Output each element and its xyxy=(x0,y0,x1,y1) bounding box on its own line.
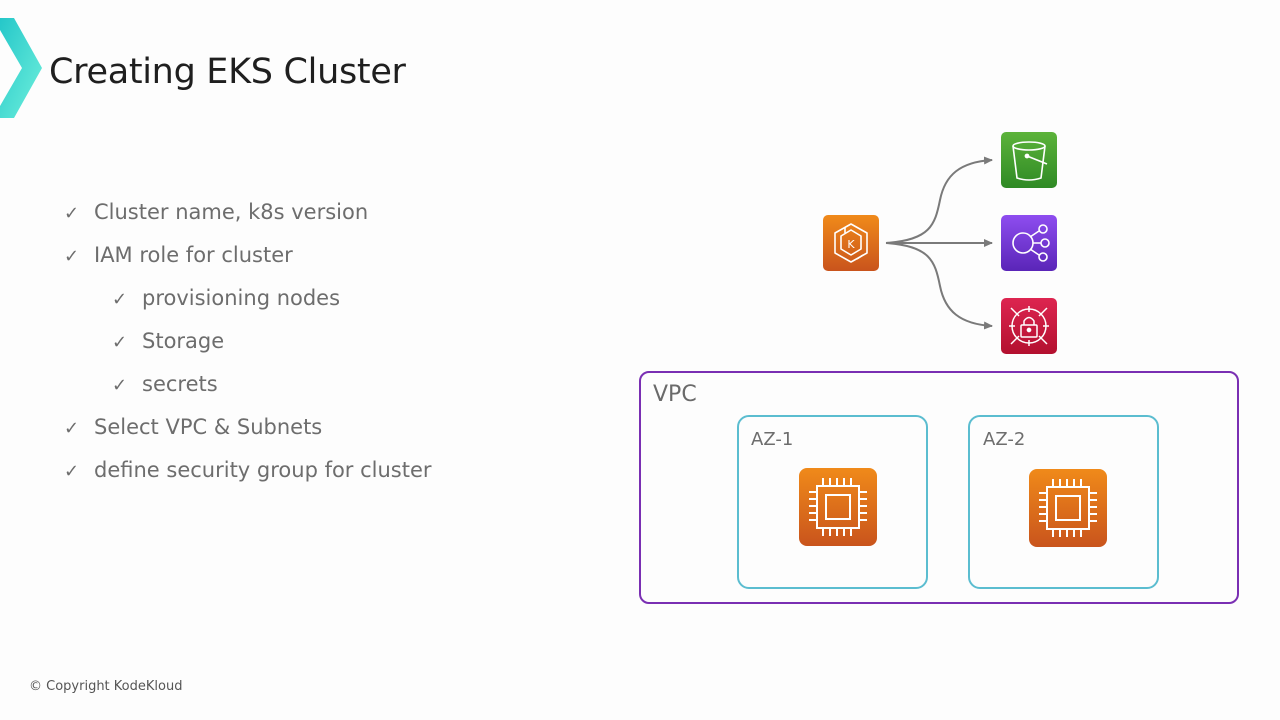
bullet-text: provisioning nodes xyxy=(142,286,341,310)
bullet-text: IAM role for cluster xyxy=(94,243,293,267)
sub-bullet-item: ✓ provisioning nodes xyxy=(112,286,340,310)
kodekloud-logo-chevron-icon xyxy=(0,18,42,118)
checkmark-icon: ✓ xyxy=(64,203,80,224)
bullet-item: ✓ define security group for cluster xyxy=(64,458,432,482)
sub-bullet-item: ✓ Storage xyxy=(112,329,224,353)
availability-zone-2 xyxy=(968,415,1159,589)
secrets-manager-icon xyxy=(1001,298,1057,354)
sub-bullet-item: ✓ secrets xyxy=(112,372,218,396)
bullet-text: define security group for cluster xyxy=(94,458,432,482)
az-1-label: AZ-1 xyxy=(751,429,794,450)
eks-icon: K xyxy=(823,215,879,271)
arrow-to-secrets xyxy=(885,242,993,330)
ec2-instance-icon xyxy=(799,468,877,546)
vpc-label: VPC xyxy=(653,382,697,407)
checkmark-icon: ✓ xyxy=(64,246,80,267)
bullet-text: secrets xyxy=(142,372,218,396)
checkmark-icon: ✓ xyxy=(64,418,80,439)
slide-title: Creating EKS Cluster xyxy=(49,52,406,92)
bullet-text: Cluster name, k8s version xyxy=(94,200,369,224)
bullet-item: ✓ Cluster name, k8s version xyxy=(64,200,368,224)
svg-text:K: K xyxy=(847,238,855,251)
vpc-container xyxy=(639,371,1239,604)
checkmark-icon: ✓ xyxy=(64,461,80,482)
copyright-footer: © Copyright KodeKloud xyxy=(29,679,183,694)
az-2-label: AZ-2 xyxy=(983,429,1026,450)
elastic-load-balancing-icon xyxy=(1001,215,1057,271)
bullet-text: Select VPC & Subnets xyxy=(94,415,323,439)
arrow-to-s3 xyxy=(885,156,993,244)
s3-bucket-icon xyxy=(1001,132,1057,188)
ec2-instance-icon xyxy=(1029,469,1107,547)
bullet-text: Storage xyxy=(142,329,225,353)
bullet-item: ✓ IAM role for cluster xyxy=(64,243,293,267)
bullet-item: ✓ Select VPC & Subnets xyxy=(64,415,322,439)
checkmark-icon: ✓ xyxy=(112,375,128,396)
checkmark-icon: ✓ xyxy=(112,332,128,353)
availability-zone-1 xyxy=(737,415,928,589)
connector-arrows xyxy=(885,156,993,330)
checkmark-icon: ✓ xyxy=(112,289,128,310)
